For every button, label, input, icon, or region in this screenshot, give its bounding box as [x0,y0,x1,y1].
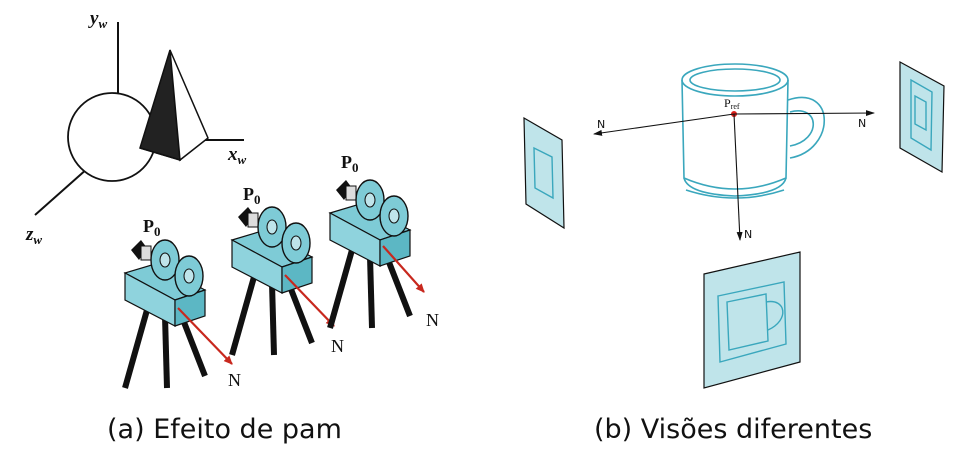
normal-right-label: N [858,117,866,130]
mug-object [681,63,825,199]
camera-3-point-label: P0 [341,152,359,175]
panel-b-caption: (b) Visões diferentes [594,414,872,445]
pyramid-object [139,49,209,162]
z-axis-label: zw [25,224,42,247]
camera-3-normal-arrow [382,245,425,293]
panel-a-caption: (a) Efeito de pam [107,414,342,445]
y-axis-label: yw [88,8,107,31]
bottom-view-plane [703,251,801,389]
normal-left-label: N [597,118,605,131]
normal-right-arrow [733,110,875,117]
camera-1-normal-arrow [177,307,233,365]
camera-1: P0 N [125,216,241,390]
right-view-plane [899,60,945,174]
panel-b: Pref N N N (b) Visões diferentes [523,60,945,445]
z-axis [34,167,89,216]
camera-3: P0 N [330,152,439,330]
pref-label: Pref [724,96,740,111]
normal-down-label: N [744,228,752,241]
normal-down-arrow [733,113,743,241]
camera-3-normal-label: N [426,310,439,330]
camera-1-point-label: P0 [143,216,161,239]
camera-2-normal-arrow [284,274,335,327]
left-view-plane [523,116,565,230]
normal-left-arrow [593,113,735,136]
camera-1-normal-label: N [228,370,241,390]
camera-2-normal-label: N [331,336,344,356]
panel-a: yw xw zw P0 N P0 [25,8,439,445]
x-axis-label: xw [227,144,247,167]
camera-2: P0 N [232,184,344,356]
camera-2-point-label: P0 [243,184,261,207]
